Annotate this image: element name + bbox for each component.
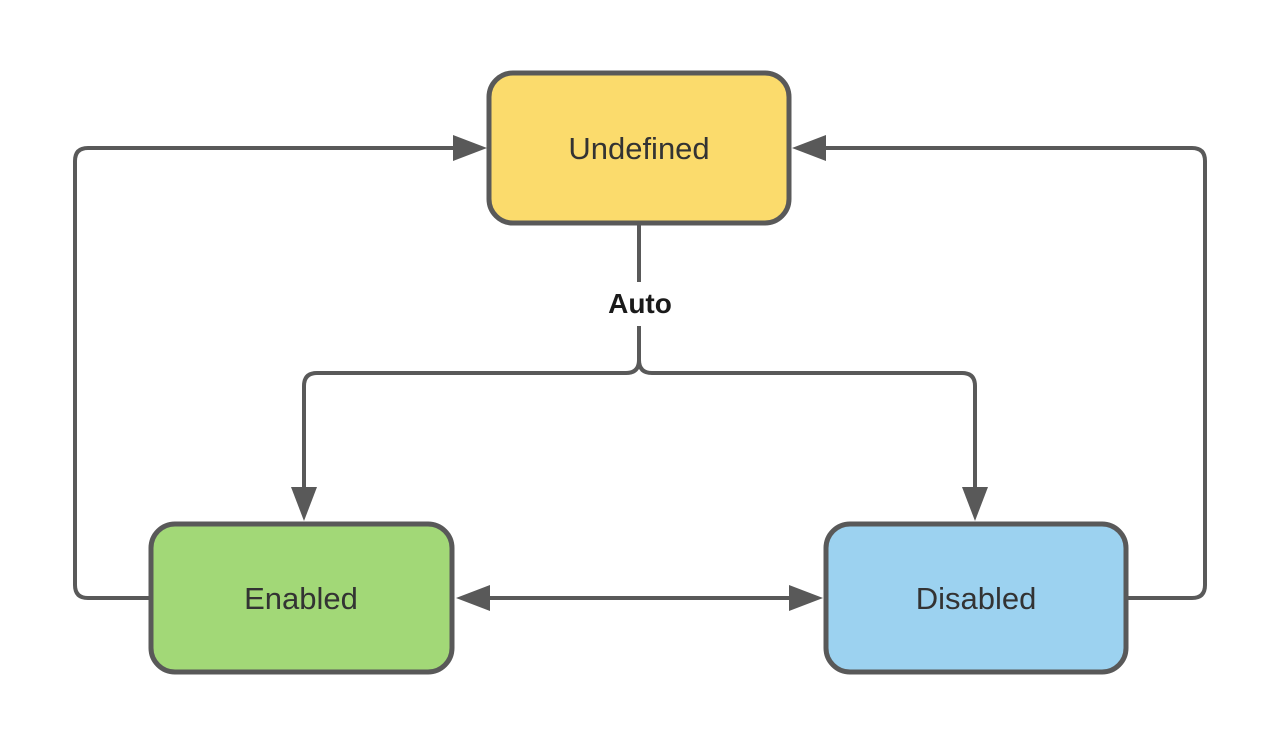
edge-undefined-to-enabled [302,326,641,488]
edge-enabled-to-undefined [73,146,453,600]
node-undefined-label: Undefined [568,131,709,166]
edge-disabled-to-undefined [826,146,1207,600]
arrowhead-into-undefined-right-icon [792,135,826,161]
arrowhead-into-disabled-left-icon [789,585,823,611]
arrowhead-into-enabled-right-icon [456,585,490,611]
node-disabled [823,521,1129,675]
node-enabled-label: Enabled [244,581,358,616]
node-disabled-label: Disabled [916,581,1037,616]
node-enabled [148,521,455,675]
edge-undefined-to-disabled [637,326,977,488]
node-undefined [486,70,792,226]
arrowhead-into-disabled-top-icon [962,487,988,521]
edge-label-auto: Auto [608,288,672,319]
arrowhead-into-enabled-top-icon [291,487,317,521]
arrowhead-into-undefined-left-icon [453,135,487,161]
